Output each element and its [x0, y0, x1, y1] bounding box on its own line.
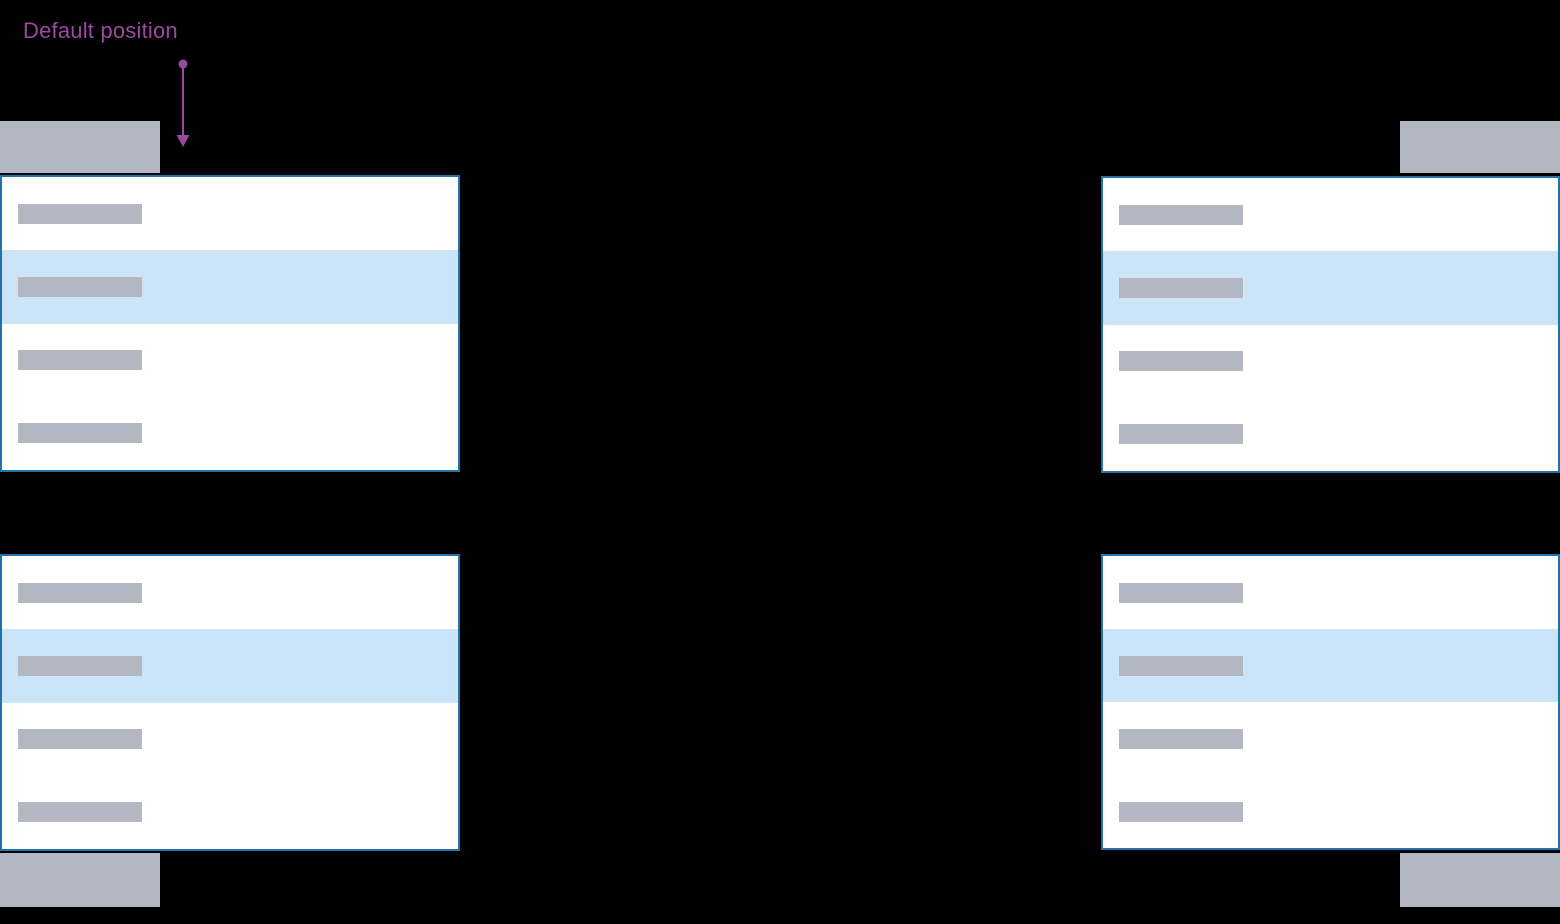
menu-item-placeholder-bar — [18, 802, 142, 823]
menu-item[interactable] — [1103, 178, 1558, 251]
menu-item[interactable] — [2, 776, 458, 849]
menu-item[interactable] — [1103, 775, 1558, 848]
menu-item-placeholder-bar — [1119, 424, 1243, 445]
menu-item[interactable] — [1103, 325, 1558, 398]
trigger-button-bottom-right[interactable] — [1400, 853, 1560, 907]
menu-item[interactable] — [1103, 556, 1558, 629]
menu-item[interactable] — [1103, 398, 1558, 471]
menu-item[interactable] — [2, 397, 458, 470]
menu-item-placeholder-bar — [18, 729, 142, 750]
annotation-arrow-down-icon — [176, 59, 190, 147]
dropdown-menu-bottom-right — [1101, 554, 1560, 850]
menu-item-placeholder-bar — [18, 423, 142, 444]
menu-item-placeholder-bar — [18, 203, 142, 224]
dropdown-menu-top-left — [0, 175, 460, 472]
trigger-button-top-right[interactable] — [1400, 121, 1560, 173]
menu-item-placeholder-bar — [1119, 351, 1243, 372]
menu-item-placeholder-bar — [1119, 204, 1243, 225]
menu-item[interactable] — [2, 703, 458, 776]
menu-item-selected[interactable] — [2, 250, 458, 324]
menu-item[interactable] — [2, 177, 458, 250]
dropdown-menu-bottom-left — [0, 554, 460, 851]
menu-item-selected[interactable] — [2, 629, 458, 703]
dropdown-menu-top-right — [1101, 176, 1560, 473]
menu-item-selected[interactable] — [1103, 251, 1558, 325]
annotation-label: Default position — [23, 18, 178, 43]
menu-item-placeholder-bar — [1119, 728, 1243, 749]
menu-item-placeholder-bar — [18, 582, 142, 603]
menu-item-placeholder-bar — [1119, 582, 1243, 603]
trigger-button-top-left[interactable] — [0, 121, 160, 173]
trigger-button-bottom-left[interactable] — [0, 853, 160, 907]
menu-item-placeholder-bar — [1119, 801, 1243, 822]
menu-item-placeholder-bar — [18, 276, 142, 297]
menu-item-selected[interactable] — [1103, 629, 1558, 702]
menu-item[interactable] — [2, 556, 458, 629]
menu-item-placeholder-bar — [18, 350, 142, 371]
menu-item-placeholder-bar — [18, 655, 142, 676]
menu-item-placeholder-bar — [1119, 277, 1243, 298]
menu-item-placeholder-bar — [1119, 655, 1243, 676]
menu-item[interactable] — [2, 324, 458, 397]
menu-item[interactable] — [1103, 702, 1558, 775]
